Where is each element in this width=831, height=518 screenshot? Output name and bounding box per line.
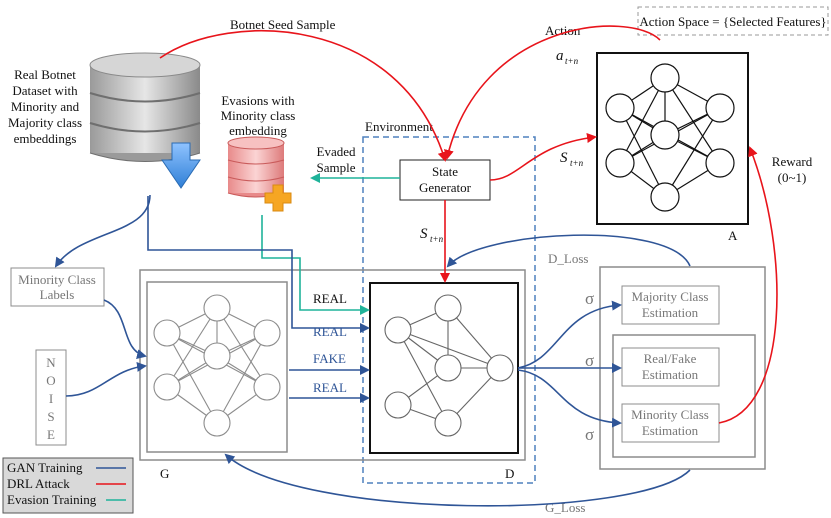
legend-label-drl: DRL Attack <box>7 476 70 491</box>
real-dataset-database-icon <box>89 52 201 162</box>
state-generator-box <box>399 159 491 201</box>
d-loss-label: D_Loss <box>548 251 588 266</box>
download-arrow-icon <box>161 142 201 189</box>
svg-text:Majority class: Majority class <box>8 115 82 130</box>
dataset-to-labels-arrow <box>54 194 151 268</box>
noise-box <box>35 349 67 446</box>
evasions-label: Evasions with Minority class embedding <box>221 93 296 138</box>
svg-text:Minority and: Minority and <box>11 99 80 114</box>
action-space-box <box>637 6 829 36</box>
majority-estimation-text-2: Estimation <box>642 305 699 320</box>
svg-text:embeddings: embeddings <box>14 131 77 146</box>
evasion-to-discriminator-arrow <box>261 215 370 315</box>
real-label-2: REAL <box>313 324 347 339</box>
minority-estimation-text: Minority Class <box>631 407 709 422</box>
realfake-estimation-text: Real/Fake <box>644 351 697 366</box>
d-loss-arrow <box>446 234 691 268</box>
svg-text:Real Botnet: Real Botnet <box>14 67 76 82</box>
agent-network <box>605 63 735 212</box>
sigma-realfake: σ <box>585 351 594 370</box>
svg-text:I: I <box>49 391 53 406</box>
g-loss-arrow <box>224 453 691 507</box>
real-label-3: REAL <box>313 380 347 395</box>
svg-text:Dataset with: Dataset with <box>12 83 78 98</box>
action-arrow <box>444 25 661 160</box>
labels-to-generator-arrow <box>103 299 147 359</box>
fake-label: FAKE <box>313 351 346 366</box>
realfake-estimation-box <box>621 347 720 387</box>
svg-text:Evaded: Evaded <box>317 144 356 159</box>
to-minority-arrow <box>517 369 622 428</box>
svg-text:Sample: Sample <box>317 160 356 175</box>
reward-label: Reward (0~1) <box>772 154 813 185</box>
noise-to-generator-arrow <box>65 361 147 397</box>
real-dataset-label: Real Botnet Dataset with Minority and Ma… <box>8 67 82 146</box>
discriminator-label: D <box>505 466 514 481</box>
evaded-sample-label: Evaded Sample <box>317 144 356 175</box>
legend-label-evasion: Evasion Training <box>7 492 97 507</box>
evasion-arrows <box>261 173 400 315</box>
legend-label-gan: GAN Training <box>7 460 83 475</box>
reward-arrow <box>718 146 778 424</box>
state-symbol-top: S <box>560 150 568 166</box>
noise-label: N O I S E <box>46 355 56 442</box>
state-generator-label: State <box>432 164 458 179</box>
action-space-label: Action Space = {Selected Features} <box>639 14 826 29</box>
svg-text:Evasions with: Evasions with <box>221 93 295 108</box>
environment-label: Environment <box>365 119 433 134</box>
majority-estimation-text: Majority Class <box>632 289 709 304</box>
svg-text:embedding: embedding <box>229 123 287 138</box>
generator-network <box>153 294 281 437</box>
state-symbol-mid: S <box>420 226 428 242</box>
svg-text:O: O <box>46 373 55 388</box>
action-label: Action <box>545 23 581 38</box>
minority-class-labels-text-2: Labels <box>40 287 75 302</box>
svg-text:(0~1): (0~1) <box>778 170 807 185</box>
state-subscript-top: t+n <box>570 158 584 168</box>
to-majority-arrow <box>517 300 622 369</box>
svg-text:E: E <box>47 427 55 442</box>
realfake-estimation-text-2: Estimation <box>642 367 699 382</box>
legend-box <box>2 457 134 514</box>
state-generator-label-2: Generator <box>419 180 472 195</box>
minority-estimation-text-2: Estimation <box>642 423 699 438</box>
agent-label: A <box>728 228 738 243</box>
minority-class-labels-box <box>10 267 105 307</box>
svg-text:S: S <box>47 409 54 424</box>
svg-text:N: N <box>46 355 56 370</box>
svg-text:Minority class: Minority class <box>221 108 296 123</box>
state-to-agent-arrow <box>489 133 597 181</box>
minority-class-labels-text: Minority Class <box>18 272 96 287</box>
minority-estimation-box <box>621 403 720 443</box>
sigma-minority: σ <box>585 425 594 444</box>
legend: GAN Training DRL Attack Evasion Training <box>2 457 134 514</box>
majority-estimation-box <box>621 285 720 325</box>
svg-text:Reward: Reward <box>772 154 813 169</box>
discriminator-network <box>384 294 514 437</box>
generator-label: G <box>160 466 169 481</box>
plus-icon <box>264 184 292 212</box>
botnet-seed-arrow <box>159 30 448 162</box>
action-subscript: t+n <box>565 56 579 66</box>
dataset-to-discriminator-arrow <box>147 196 370 333</box>
gan-arrows <box>54 194 691 507</box>
drl-arrows <box>159 25 778 424</box>
state-subscript-mid: t+n <box>430 234 444 244</box>
real-label-1: REAL <box>313 291 347 306</box>
action-symbol: a <box>556 48 564 64</box>
sigma-majority: σ <box>585 289 594 308</box>
botnet-seed-sample-label: Botnet Seed Sample <box>230 17 336 32</box>
